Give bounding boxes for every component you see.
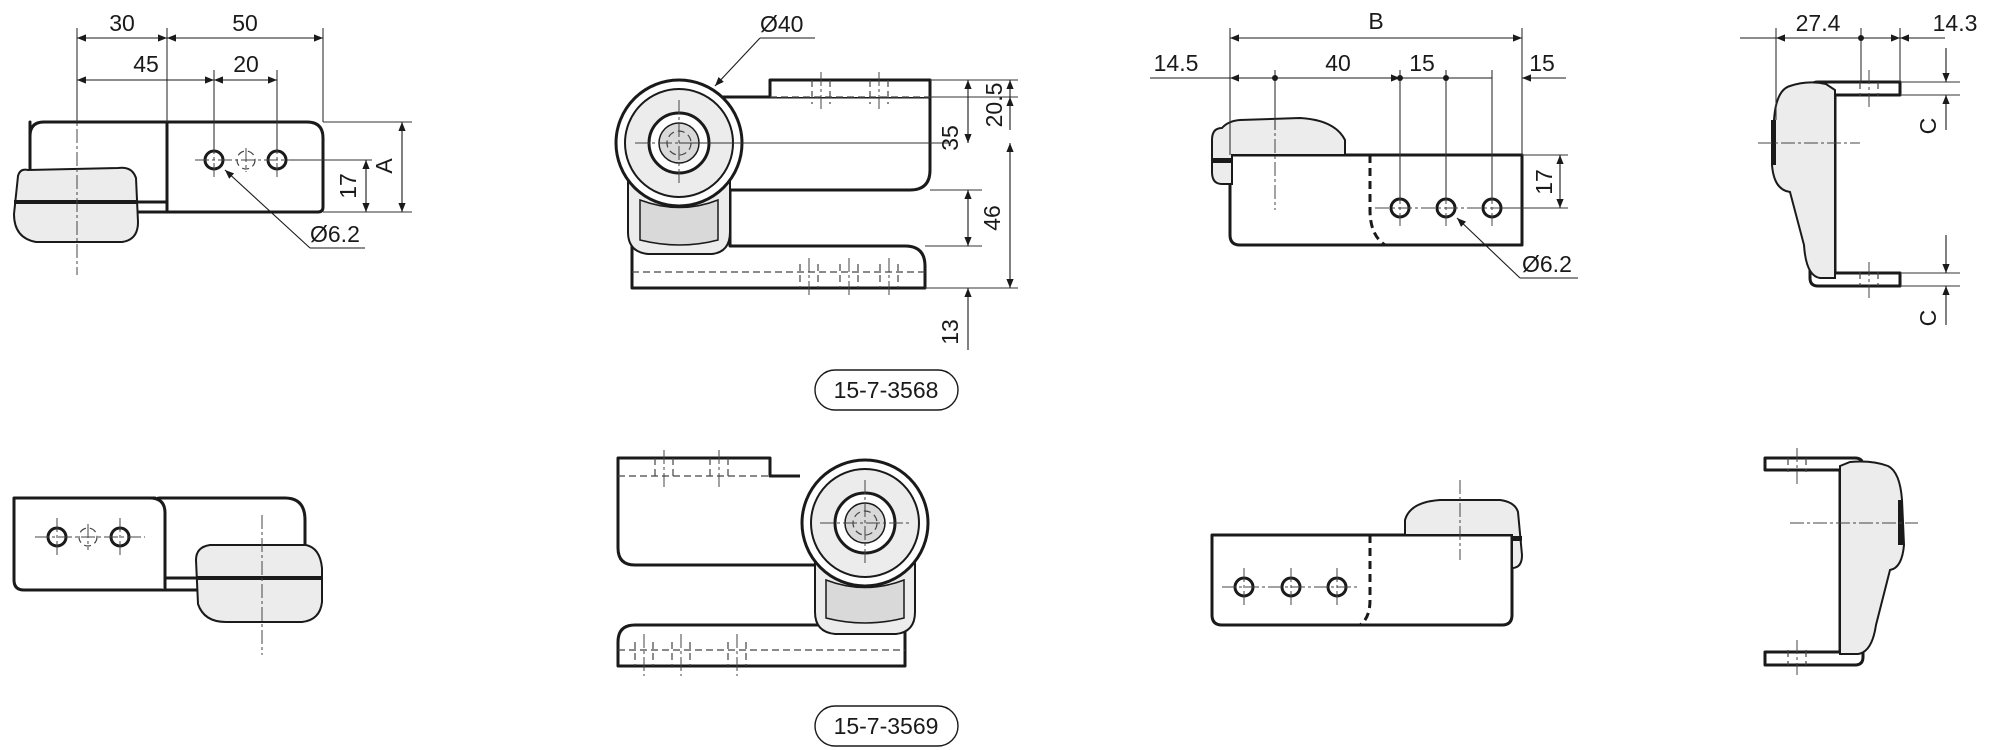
end-view-3569 [1763,448,1918,675]
dim-30: 30 [109,10,135,36]
dim-C-bottom: C [1915,310,1941,327]
part-number-3569: 15-7-3569 [834,713,939,739]
dim-40: 40 [1325,50,1351,76]
part-number-tag-3568: 15-7-3568 [814,369,959,411]
dim-17-rear: 17 [1531,169,1557,195]
side-view-3568: 30 50 45 20 17 A Ø6.2 [12,10,412,275]
side-view-3569 [12,496,323,655]
dim-B: B [1368,8,1383,34]
dim-13: 13 [937,319,963,345]
dim-17: 17 [335,173,361,199]
dim-45: 45 [133,51,159,77]
end-view-3568: 27.4 14.3 C C [1740,10,1977,326]
dim-A: A [371,158,397,174]
dim-46: 46 [979,205,1005,231]
front-view-3569 [616,450,930,676]
part-number-tag-3569: 15-7-3569 [814,705,959,747]
dim-15-b: 15 [1529,50,1555,76]
dim-20: 20 [233,51,259,77]
dim-20-5: 20.5 [981,83,1007,128]
part-number-3568: 15-7-3568 [834,377,939,403]
dim-27-4: 27.4 [1796,10,1841,36]
dim-hole-dia-rear: Ø6.2 [1522,251,1572,277]
dim-dia-40: Ø40 [760,11,803,37]
dim-14-3: 14.3 [1933,10,1978,36]
dim-35: 35 [937,125,963,151]
dim-hole-dia: Ø6.2 [310,221,360,247]
dim-C-top: C [1915,118,1941,135]
dim-14-5: 14.5 [1154,50,1199,76]
rear-view-3568: B 14.5 40 15 15 17 Ø6.2 [1150,8,1578,279]
rear-view-3569 [1210,480,1524,627]
dim-50: 50 [232,10,258,36]
front-view-3568: Ø40 20.5 35 46 13 [614,11,1018,350]
dim-15-a: 15 [1409,50,1435,76]
